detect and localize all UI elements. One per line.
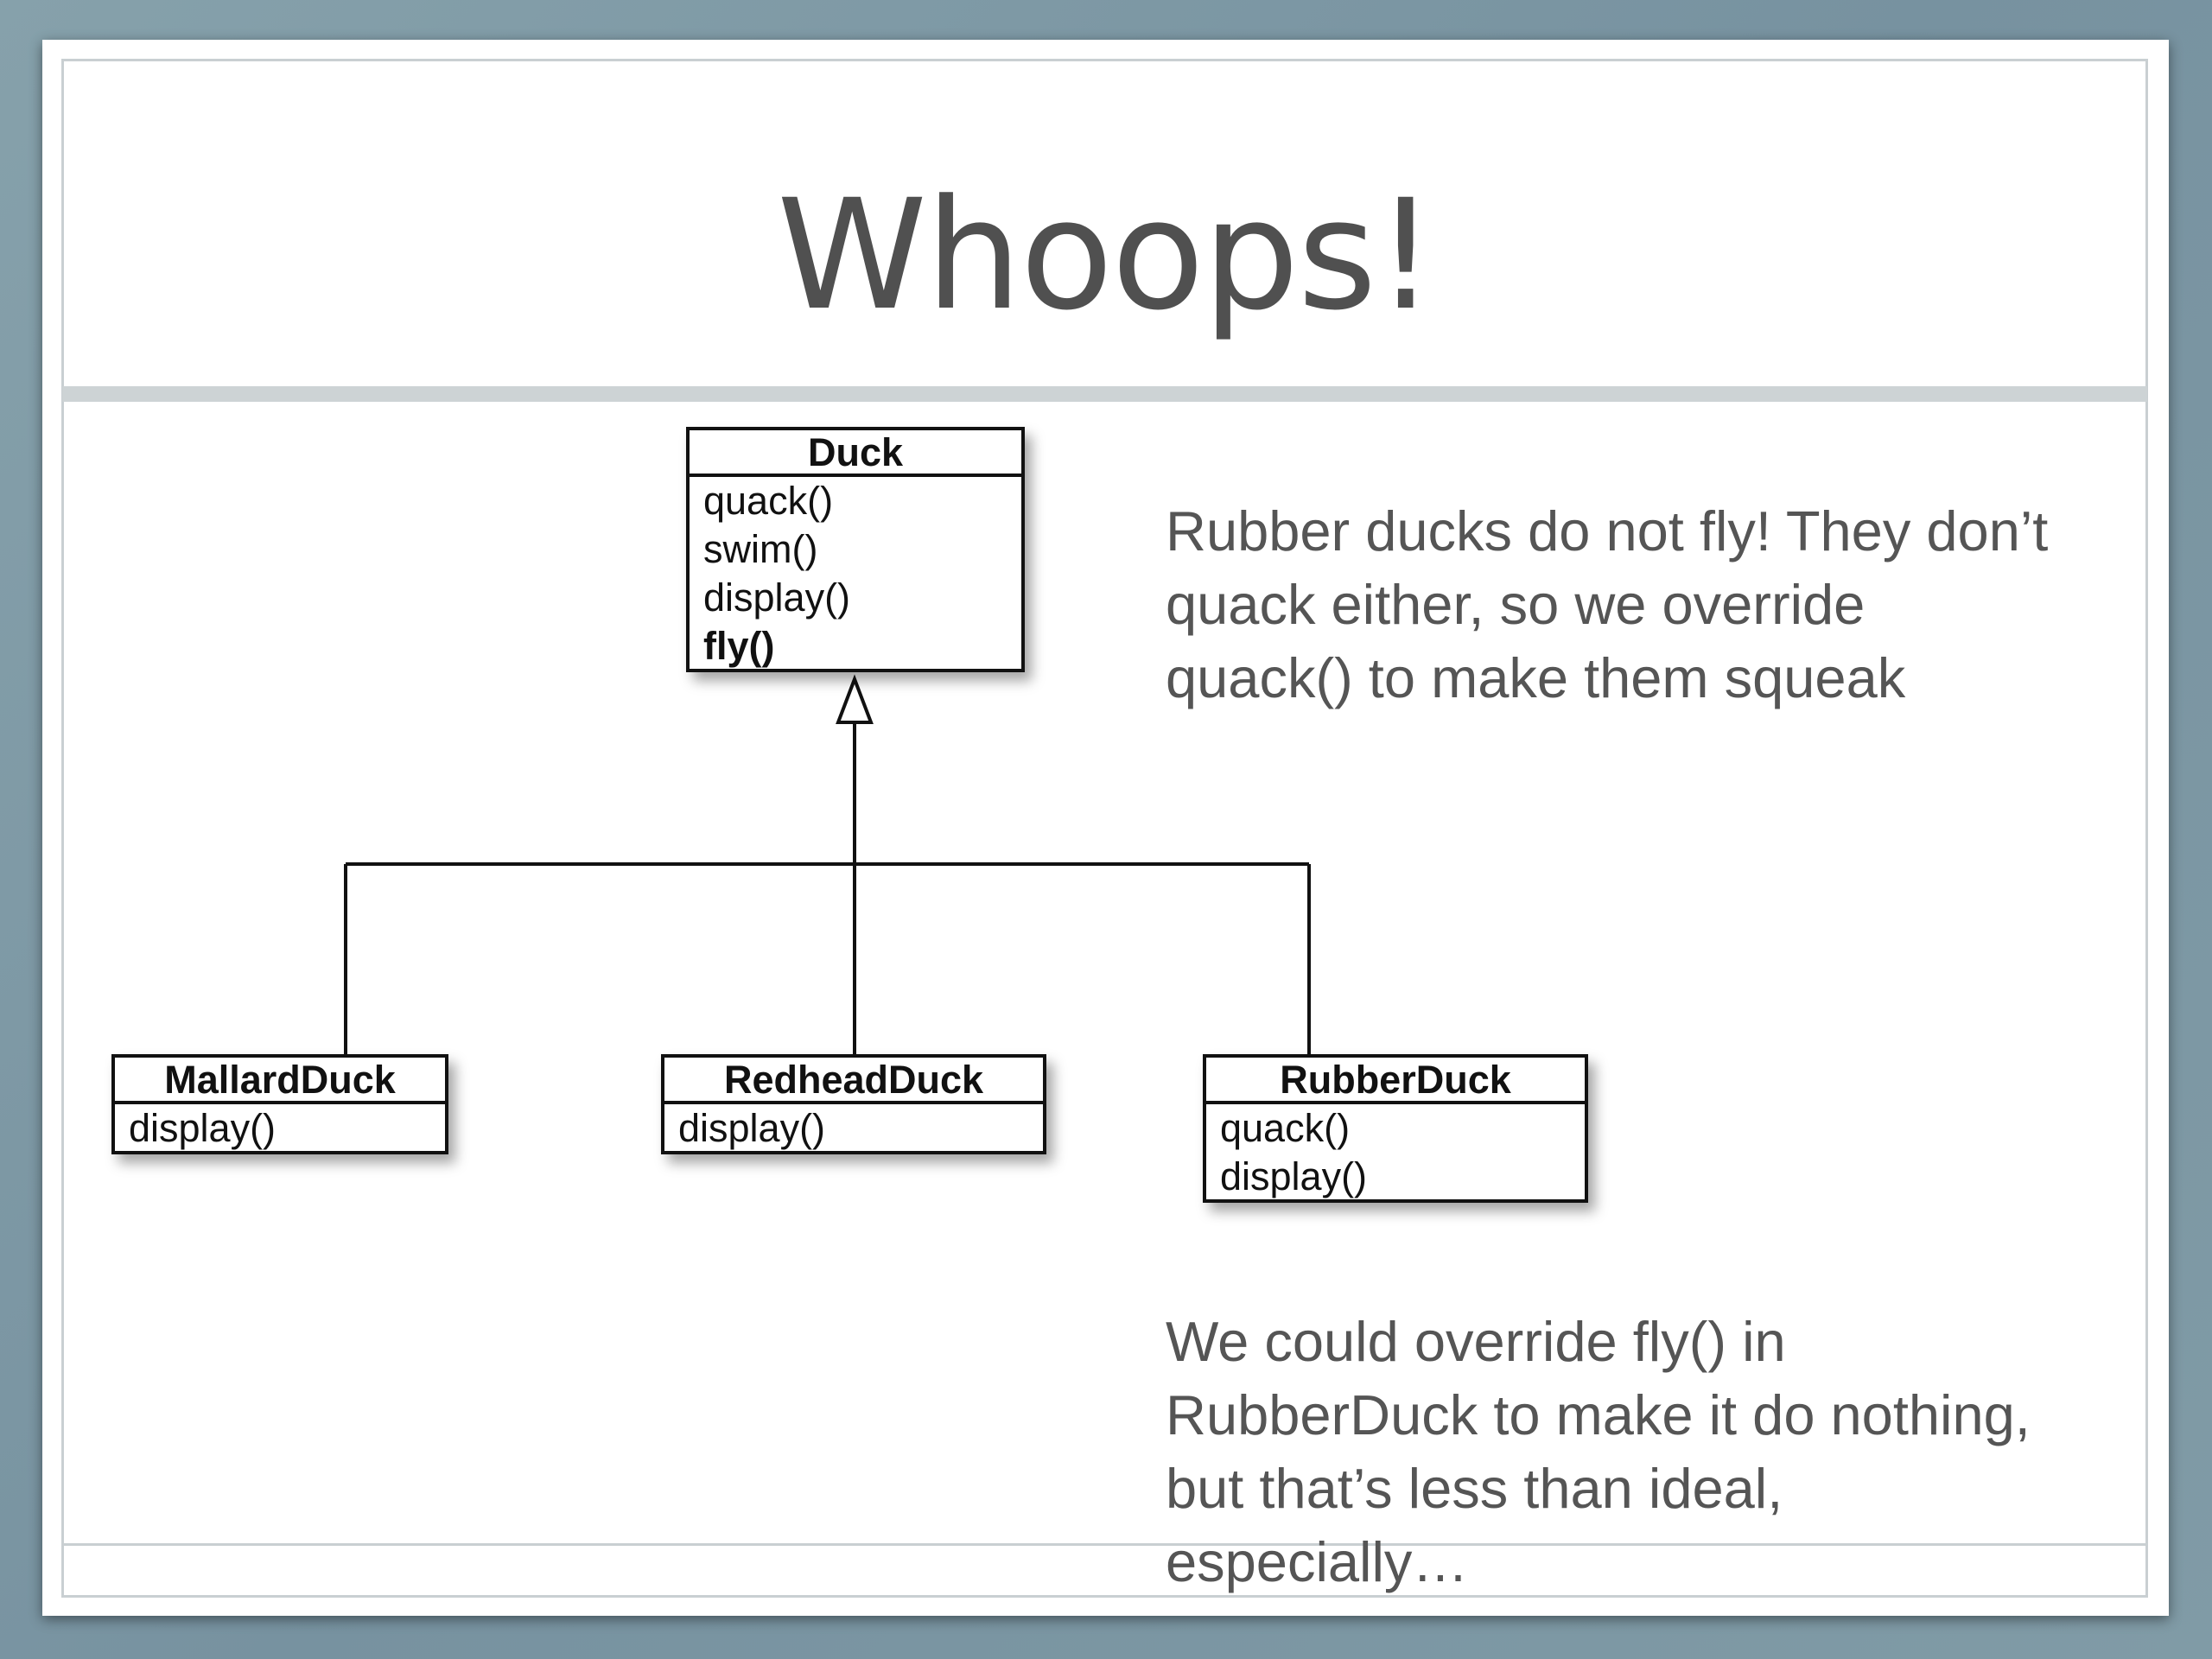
class-rubber-duck-name: RubberDuck <box>1206 1058 1585 1104</box>
note-bottom-line-2: RubberDuck to make it do nothing, <box>1166 1383 2031 1446</box>
note-bottom-line-3: but that’s less than ideal, <box>1166 1457 1783 1520</box>
frame-line-left <box>61 59 64 1597</box>
method-display: display() <box>1220 1154 1368 1198</box>
inheritance-connectors <box>344 674 1311 1058</box>
note-bottom-line-1: We could override fly() in <box>1166 1310 1786 1373</box>
method-display: display() <box>703 575 851 620</box>
note-bottom: We could override fly() in RubberDuck to… <box>1166 1305 2031 1599</box>
class-redhead-duck: RedheadDuck display() <box>661 1054 1046 1154</box>
note-top-line-2: quack either, so we override <box>1166 573 1866 636</box>
method-fly: fly() <box>703 624 775 668</box>
class-redhead-duck-methods: display() <box>664 1104 1043 1153</box>
class-rubber-duck-methods: quack() display() <box>1206 1104 1585 1201</box>
note-top-line-3: quack() to make them squeak <box>1166 646 1906 709</box>
class-redhead-duck-name: RedheadDuck <box>664 1058 1043 1104</box>
class-duck: Duck quack() swim() display() fly() <box>686 427 1025 672</box>
method-display: display() <box>678 1106 826 1150</box>
inheritance-arrowhead <box>836 674 874 724</box>
method-swim: swim() <box>703 527 818 571</box>
class-rubber-duck: RubberDuck quack() display() <box>1203 1054 1588 1203</box>
frame-line-top <box>61 59 2148 61</box>
frame-line-right <box>2145 59 2148 1597</box>
method-quack: quack() <box>1220 1106 1351 1150</box>
title-divider <box>62 386 2147 402</box>
note-bottom-line-4: especially… <box>1166 1530 1469 1593</box>
footer-rule <box>61 1543 2148 1546</box>
slide-title: Whoops! <box>777 167 1436 344</box>
class-mallard-duck-name: MallardDuck <box>115 1058 445 1104</box>
method-display: display() <box>129 1106 276 1150</box>
note-top-line-1: Rubber ducks do not fly! They don’t <box>1166 499 2049 563</box>
class-duck-name: Duck <box>690 430 1021 477</box>
class-mallard-duck: MallardDuck display() <box>111 1054 448 1154</box>
slide: Whoops! Duck quack() swim() display() fl… <box>42 40 2169 1616</box>
class-mallard-duck-methods: display() <box>115 1104 445 1153</box>
class-duck-methods: quack() swim() display() fly() <box>690 477 1021 671</box>
note-top: Rubber ducks do not fly! They don’t quac… <box>1166 494 2048 715</box>
method-quack: quack() <box>703 479 834 523</box>
frame-line-bottom <box>61 1595 2148 1598</box>
